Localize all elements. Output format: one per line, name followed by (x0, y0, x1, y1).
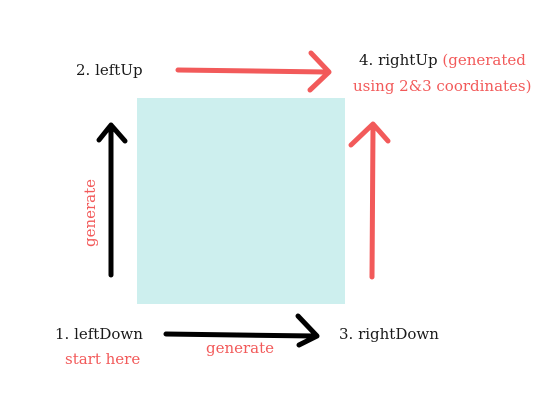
left-up-arrow (96, 122, 128, 278)
generate-bottom-label: generate (206, 339, 275, 357)
left-down-label: 1. leftDown (55, 325, 143, 343)
start-here-label: start here (65, 350, 141, 368)
right-down-arrow (163, 313, 320, 348)
top-red-arrow (175, 50, 332, 93)
right-up-title: 4. rightUp (359, 51, 438, 69)
right-up-note-line2: using 2&3 coordinates) (353, 77, 532, 95)
right-up-note-line1: (generated (442, 51, 526, 69)
generate-left-label: generate (81, 178, 99, 248)
left-up-label: 2. leftUp (76, 61, 143, 79)
right-red-arrow (348, 121, 391, 280)
cyan-square (137, 98, 345, 304)
right-down-label: 3. rightDown (339, 325, 439, 343)
right-up-label: 4. rightUp (generated (359, 50, 526, 70)
